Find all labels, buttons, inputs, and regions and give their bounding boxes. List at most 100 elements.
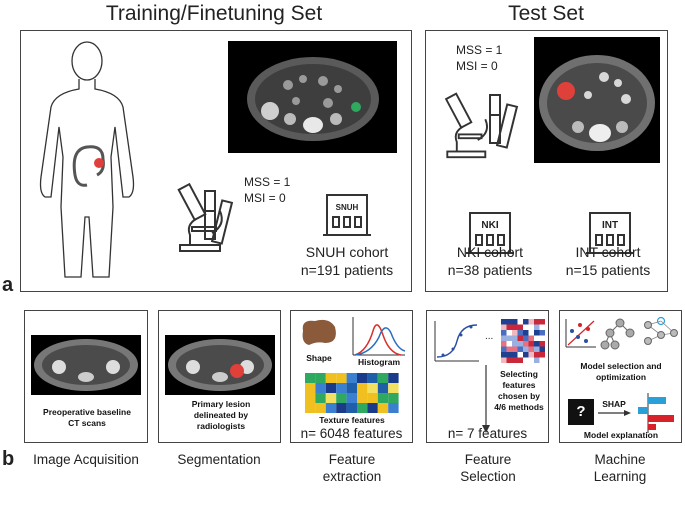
heatmap-cell: [506, 330, 512, 336]
texture-grid-icon: [305, 373, 399, 413]
texture-cell: [377, 373, 389, 383]
texture-cell: [305, 393, 316, 403]
heatmap-cell: [512, 330, 518, 336]
heatmap-cell: [539, 319, 545, 325]
test-set-heading: Test Set: [508, 2, 584, 25]
texture-cell: [388, 393, 399, 403]
histogram-plot-icon: [352, 317, 406, 356]
model-explanation-text: Model explanation: [583, 430, 659, 440]
texture-cell: [305, 373, 316, 383]
heatmap-cell: [534, 346, 540, 352]
texture-cell: [346, 403, 357, 413]
segmentation-caption: Segmentation: [177, 452, 261, 467]
snuh-cohort-count: n=191 patients: [300, 262, 394, 278]
sigmoid-plot-icon: [434, 321, 479, 362]
heatmap-cell: [539, 330, 545, 336]
texture-cell: [367, 393, 378, 403]
heatmap-cell: [528, 324, 534, 330]
training-set-heading: Training/Finetuning Set: [105, 2, 323, 25]
heatmap-cell: [534, 335, 540, 341]
heatmap-cell: [539, 324, 545, 330]
heatmap-cell: [534, 330, 540, 336]
texture-cell: [367, 383, 378, 393]
heatmap-cell: [528, 352, 534, 358]
panel-label-a: a: [2, 274, 14, 296]
heatmap-cell: [512, 357, 518, 363]
int-cohort-count: n=15 patients: [565, 262, 651, 278]
texture-cell: [325, 393, 337, 403]
human-silhouette-icon: [39, 41, 135, 278]
heatmap-cell: [528, 357, 534, 363]
tree-icon: [600, 318, 635, 350]
image-acquisition-box: Preoperative baseline CT scans: [24, 310, 148, 443]
microscope-icon: [444, 92, 488, 159]
texture-cell: [357, 393, 368, 403]
acquisition-inner-text: Preoperative baseline CT scans: [43, 407, 131, 428]
shap-bars-icon: [638, 393, 674, 433]
heatmap-cell: [523, 335, 529, 341]
heatmap-cell: [512, 341, 518, 347]
heatmap-cell: [517, 319, 523, 325]
heatmap-cell: [539, 335, 545, 341]
segmentation-inner-text: Primary lesion delineated by radiologist…: [191, 399, 251, 431]
selection-heatmap-icon: [501, 319, 545, 363]
test-set-panel: MSS = 1 MSI = 0: [425, 30, 668, 292]
heatmap-cell: [506, 346, 512, 352]
selection-feature-count: n= 7 features: [447, 426, 528, 441]
heatmap-cell: [517, 341, 523, 347]
texture-cell: [315, 403, 326, 413]
texture-cell: [388, 383, 399, 393]
heatmap-cell: [512, 335, 518, 341]
hospital-icon: [323, 194, 371, 236]
texture-cell: [315, 373, 326, 383]
training-msi-label: MSI = 0: [244, 191, 286, 205]
shap-arrow-icon: [598, 410, 631, 416]
heatmap-cell: [512, 352, 518, 358]
black-box-icon: ?: [568, 399, 594, 425]
heatmap-cell: [539, 357, 545, 363]
test-msi-label: MSI = 0: [456, 59, 498, 73]
heatmap-cell: [539, 341, 545, 347]
acquisition-ct-scan: [31, 335, 141, 395]
test-tubes-icon: [489, 94, 519, 149]
training-mss-label: MSS = 1: [244, 175, 291, 189]
texture-cell: [388, 403, 399, 413]
heatmap-cell: [523, 319, 529, 325]
texture-cell: [336, 383, 347, 393]
int-icon-label: INT: [601, 220, 619, 231]
heatmap-cell: [517, 324, 523, 330]
nki-cohort-name: NKI cohort: [456, 244, 524, 260]
heatmap-cell: [528, 341, 534, 347]
segmentation-box: Primary lesion delineated by radiologist…: [158, 310, 281, 443]
heatmap-cell: [506, 357, 512, 363]
test-tubes-icon: [204, 190, 234, 245]
texture-cell: [377, 403, 389, 413]
heatmap-cell: [523, 341, 529, 347]
heatmap-cell: [501, 357, 507, 363]
heatmap-cell: [501, 319, 507, 325]
selection-arrow-icon: [482, 365, 490, 433]
heatmap-cell: [501, 335, 507, 341]
shape-label: Shape: [306, 353, 332, 363]
neural-net-icon: [644, 316, 678, 345]
texture-cell: [325, 373, 337, 383]
texture-cell: [336, 403, 347, 413]
texture-cell: [346, 383, 357, 393]
texture-label: Texture features: [319, 415, 385, 425]
texture-cell: [305, 403, 316, 413]
texture-cell: [357, 373, 368, 383]
image-acquisition-caption: Image Acquisition: [33, 452, 139, 467]
heatmap-cell: [512, 319, 518, 325]
heatmap-cell: [512, 346, 518, 352]
histogram-label: Histogram: [357, 357, 401, 367]
heatmap-cell: [523, 330, 529, 336]
texture-cell: [388, 373, 399, 383]
heatmap-cell: [501, 352, 507, 358]
extraction-feature-count: n= 6048 features: [300, 426, 403, 441]
heatmap-cell: [534, 319, 540, 325]
heatmap-cell: [534, 341, 540, 347]
shape-blob-icon: [302, 319, 336, 345]
heatmap-cell: [517, 352, 523, 358]
texture-cell: [377, 393, 389, 403]
scatter-icon: [565, 319, 596, 348]
